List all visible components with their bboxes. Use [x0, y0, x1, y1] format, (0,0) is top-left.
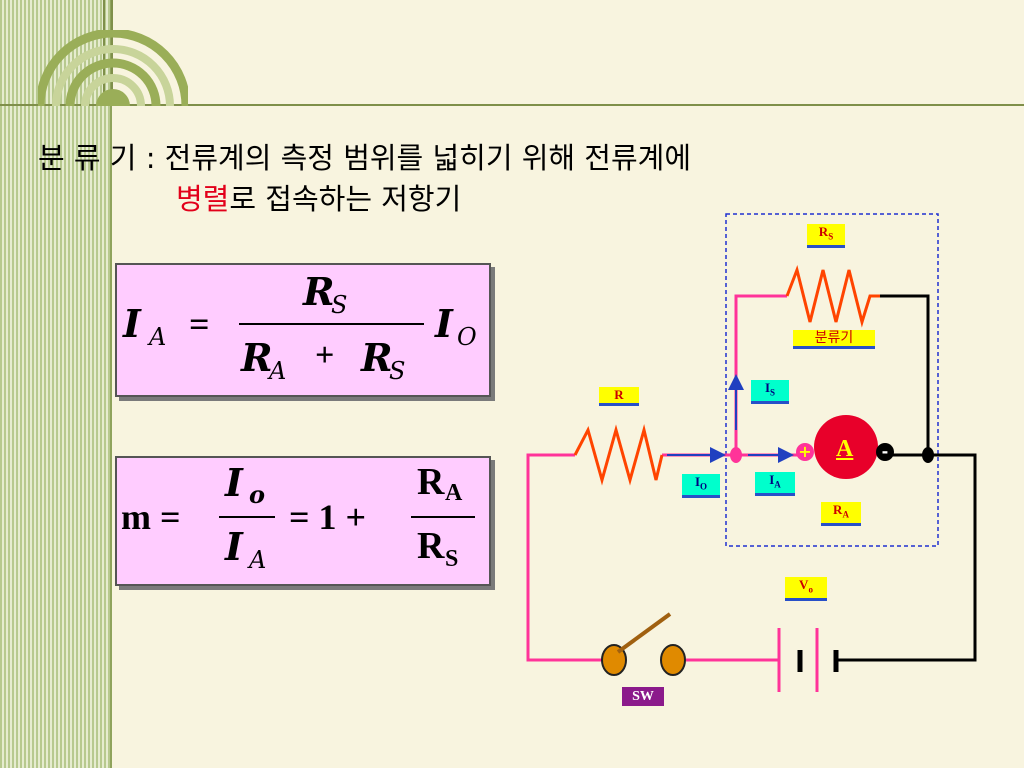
label-rs: RS	[807, 224, 845, 248]
label-r: R	[599, 387, 639, 406]
formula1-numerator-symbol: R	[303, 269, 335, 314]
resistor-shunt	[785, 265, 880, 328]
formula1-fraction-bar	[239, 323, 424, 325]
formula1-lhs-symbol: I	[123, 301, 141, 346]
ammeter-plus-terminal: +	[796, 443, 814, 461]
formula2-middle: = 1 +	[289, 497, 367, 537]
label-is: IS	[751, 380, 789, 404]
ammeter-shunt-group-box	[725, 213, 939, 547]
formula1-denominator-b-symbol: R	[361, 335, 393, 380]
label-ia: IA	[755, 472, 795, 496]
label-shunt: 분류기	[793, 330, 875, 349]
label-ra: RA	[821, 502, 861, 526]
formula2-frac2-den-symbol: R	[417, 525, 445, 567]
battery	[777, 628, 839, 692]
junction-left	[730, 447, 742, 463]
formula2-frac1-den-symbol: I	[225, 524, 243, 569]
formula-box-current: I A = R S R A + R S I O	[115, 263, 491, 397]
formula2-frac2-den-sub: S	[445, 546, 459, 572]
slide-title-line1: 분 류 기 : 전류계의 측정 범위를 넓히기 위해 전류계에	[38, 141, 692, 175]
formula1-lhs-sub: A	[149, 323, 167, 351]
formula2-frac1-num-sub: o	[249, 480, 266, 509]
label-io: IO	[682, 474, 720, 498]
junction-right	[922, 447, 934, 463]
formula2-frac2-num-sub: A	[445, 480, 463, 506]
formula2-frac1-bar	[219, 516, 275, 518]
formula1-rhs-symbol: I	[435, 301, 453, 346]
switch-lever	[616, 612, 672, 654]
formula2-frac1-den-sub: A	[249, 546, 267, 574]
decorative-arcs-logo	[38, 30, 188, 106]
formula1-denominator-a-symbol: R	[241, 335, 273, 380]
decorative-left-strip	[0, 0, 110, 768]
title-highlight-parallel: 병렬	[176, 182, 230, 216]
resistor-r	[573, 424, 664, 486]
decorative-horizontal-line	[0, 104, 1024, 106]
formula1-denominator-b-sub: S	[389, 357, 406, 385]
formula1-numerator-sub: S	[331, 291, 348, 319]
label-sw: SW	[622, 687, 664, 706]
formula1-rhs-sub: O	[457, 323, 477, 351]
formula2-frac2-num-symbol: R	[417, 461, 445, 503]
formula2-lhs: m =	[121, 497, 181, 537]
formula1-denominator-a-sub: A	[269, 357, 287, 385]
label-vo: Vo	[785, 577, 827, 601]
formula1-plus: +	[315, 337, 335, 374]
wires-black	[836, 294, 977, 662]
switch-terminal-right	[660, 644, 686, 676]
ammeter-minus-terminal: -	[876, 443, 894, 461]
decorative-strip-edge	[110, 0, 112, 768]
formula2-frac1-num-symbol: I	[225, 460, 243, 505]
title-line2-rest: 로 접속하는 저항기	[229, 182, 462, 216]
formula-box-multiplier: m = I o I A = 1 + R A R S	[115, 456, 491, 586]
ammeter-label: A	[836, 436, 854, 462]
formula1-equals: =	[189, 304, 210, 344]
ammeter	[814, 415, 878, 479]
slide-title-line2: 병렬로 접속하는 저항기	[176, 176, 461, 218]
formula2-frac2-bar	[411, 516, 475, 518]
